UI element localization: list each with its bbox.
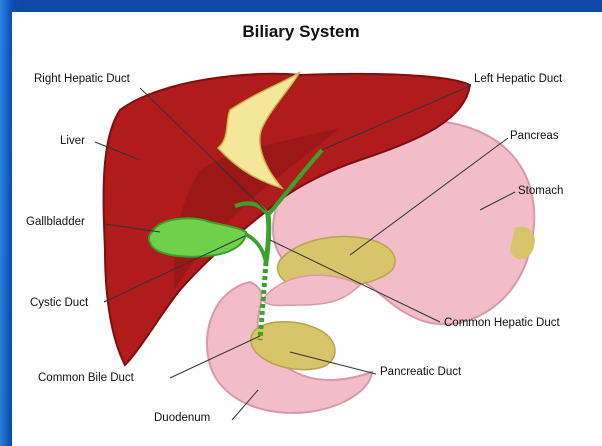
label-gallbladder: Gallbladder (26, 216, 85, 228)
label-common-bile-duct: Common Bile Duct (38, 372, 134, 384)
label-cystic-duct: Cystic Duct (30, 297, 88, 309)
label-common-hepatic-duct: Common Hepatic Duct (444, 317, 560, 329)
label-liver: Liver (60, 135, 85, 147)
label-pancreas: Pancreas (510, 130, 559, 142)
label-pancreatic-duct: Pancreatic Duct (380, 366, 461, 378)
label-right-hepatic-duct: Right Hepatic Duct (34, 73, 130, 85)
label-duodenum: Duodenum (154, 412, 210, 424)
common-hepatic-duct (266, 215, 269, 262)
label-stomach: Stomach (518, 185, 563, 197)
label-left-hepatic-duct: Left Hepatic Duct (474, 73, 562, 85)
stomach-pylorus (262, 275, 360, 305)
